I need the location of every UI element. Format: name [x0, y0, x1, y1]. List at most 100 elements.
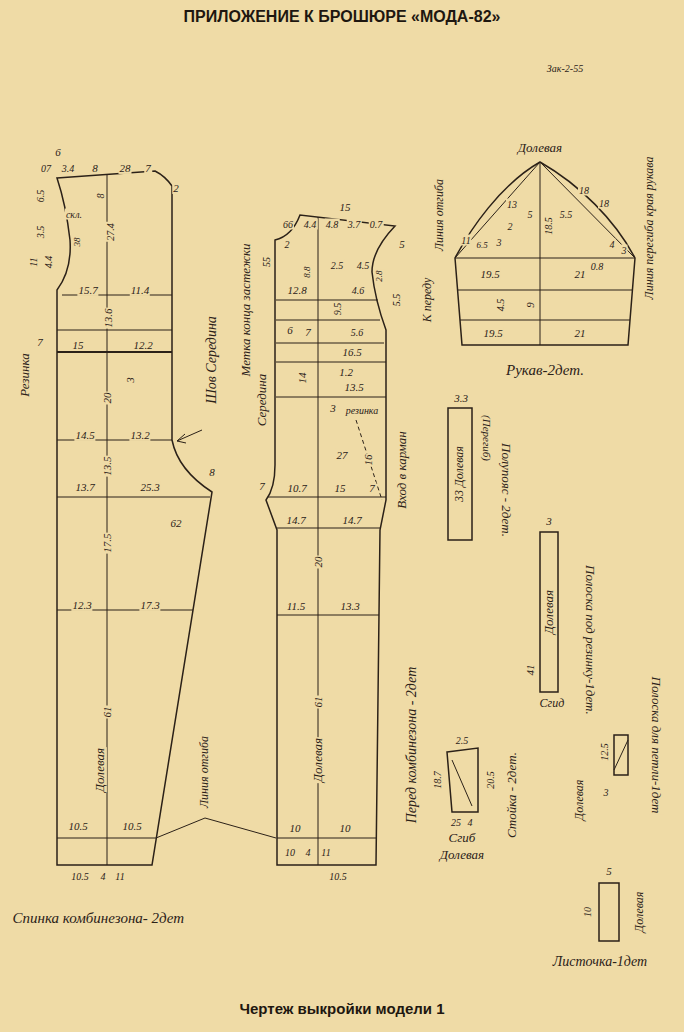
dimension-number: 11 — [28, 256, 39, 267]
dimension-number: 8.8 — [303, 265, 313, 278]
pattern-note: Зак-2-55 — [546, 63, 584, 74]
dimension-number: 20.5 — [485, 770, 496, 790]
figure-caption: Чертеж выкройки модели 1 — [239, 1000, 444, 1017]
dimension-number: 3 — [545, 515, 553, 527]
dimension-number: 62 — [170, 517, 183, 529]
centre-seam-leader — [177, 430, 202, 443]
dimension-number: 2 — [507, 221, 514, 232]
dimension-number: 3 — [621, 245, 628, 256]
dimension-number: 5.5 — [559, 209, 574, 220]
pattern-note: Шов Середина — [204, 315, 219, 405]
dimension-number: 6 — [286, 324, 294, 336]
dimension-number: 10 — [284, 847, 296, 858]
dimension-number: 3.5 — [35, 225, 46, 240]
dimension-number: 12.5 — [599, 742, 610, 762]
dimension-number: 13.3 — [339, 600, 360, 612]
dimension-number: 15.7 — [77, 284, 98, 296]
dimension-number: 4.5 — [495, 298, 506, 313]
dimension-number: 13.2 — [129, 429, 150, 441]
dimension-number: 38 — [73, 237, 83, 248]
dimension-number: 5.5 — [391, 293, 402, 308]
dimension-number: 10.7 — [286, 482, 307, 494]
dimension-number: 2 — [284, 239, 291, 250]
dimension-number: 4.8 — [325, 219, 340, 230]
dimension-number: 7 — [144, 162, 152, 174]
pattern-note: Полоска под резинку-1дет. — [583, 564, 597, 716]
dimension-number: 3 — [124, 376, 136, 384]
dimension-number: 8 — [95, 193, 106, 200]
pattern-note: Полоска для петли-1дет — [649, 676, 663, 815]
pattern-note: Линия отгиба — [433, 178, 446, 252]
dimension-number: 5 — [605, 865, 613, 877]
dimension-number: 14 — [296, 372, 308, 385]
dimension-number: 18.5 — [543, 216, 554, 236]
dimension-number: 7 — [368, 482, 376, 494]
dimension-number: 7 — [304, 326, 312, 338]
dimension-number: 16.5 — [341, 346, 362, 358]
pattern-note: К переду — [421, 277, 434, 324]
pattern-note: (Перегиб) — [481, 414, 493, 462]
pattern-note: Долевая — [311, 737, 325, 783]
dimension-number: 3.7 — [347, 219, 362, 230]
pattern-note: Спинка комбинезона- 2дет — [12, 910, 189, 927]
pattern-note: Долевая — [573, 779, 586, 822]
dimension-number: 12.2 — [132, 339, 153, 351]
dimension-number: 07 — [40, 163, 52, 174]
pattern-note: Стойка - 2дет. — [505, 751, 519, 839]
dimension-number: 21 — [574, 268, 587, 280]
pattern-note: Вход в карман — [395, 430, 409, 510]
dimension-number: 55 — [261, 256, 272, 268]
dimension-number: 2.5 — [455, 735, 470, 746]
dimension-number: 11 — [460, 235, 471, 246]
dimension-number: 61 — [312, 696, 324, 709]
dimension-number: 14.7 — [341, 514, 362, 526]
pattern-note: Линия перегиба края рукава — [643, 156, 656, 301]
dimension-number: 3 — [496, 237, 503, 248]
dimension-number: 17.3 — [139, 599, 160, 611]
pattern-note: Сгид — [539, 697, 566, 710]
dimension-number: 4 — [467, 817, 474, 828]
pattern-note: Резинка — [18, 352, 32, 397]
pattern-note: резинка — [345, 405, 380, 416]
dimension-number: 10 — [289, 822, 302, 834]
pattern-note: Рукав-2дет. — [505, 362, 585, 379]
front-piece-outline — [266, 215, 395, 865]
dimension-number: 10.5 — [67, 820, 88, 832]
dimension-number: 3 — [329, 402, 337, 414]
dimension-number: 4 — [100, 871, 107, 882]
page-title: ПРИЛОЖЕНИЕ К БРОШЮРЕ «МОДА-82» — [184, 8, 501, 26]
dimension-number: 4.6 — [351, 285, 366, 296]
dimension-number: 15 — [334, 482, 347, 494]
pattern-note: 33 Долевая — [453, 445, 466, 503]
dimension-number: 18 — [578, 185, 590, 196]
dimension-number: 16 — [362, 454, 374, 467]
dimension-number: 6 — [54, 146, 62, 158]
dimension-number: 11.4 — [130, 284, 150, 296]
dimension-number: 19.5 — [479, 268, 500, 280]
dimension-number: 61 — [101, 706, 113, 719]
dimension-number: 3.3 — [453, 392, 469, 404]
dimension-number: 20 — [312, 556, 324, 569]
dimension-number: 41 — [524, 664, 536, 677]
pattern-note: скл. — [65, 209, 83, 220]
dimension-number: 17.5 — [101, 532, 113, 553]
pattern-note: Сгиб — [448, 831, 477, 845]
dimension-number: 3.4 — [61, 163, 76, 174]
dimension-number: 11 — [320, 847, 331, 858]
dimension-number: 28 — [119, 162, 132, 174]
dimension-number: 10 — [582, 906, 593, 918]
dimension-number: 27.4 — [105, 222, 116, 242]
pattern-note: Линия отгиба — [198, 735, 211, 809]
dimension-number: 13.7 — [74, 481, 95, 493]
dimension-number: 25.3 — [139, 481, 160, 493]
pattern-note: Долевая — [633, 891, 646, 934]
dimension-number: 4.4 — [43, 255, 54, 270]
dimension-number: 4 — [609, 239, 616, 250]
dimension-number: 2.8 — [375, 269, 385, 282]
dimension-number: 12.3 — [71, 599, 92, 611]
dimension-number: 13.5 — [101, 455, 113, 476]
dimension-number: 1.2 — [338, 366, 354, 378]
dimension-number: 5 — [398, 238, 406, 250]
dimension-number: 15 — [72, 339, 85, 351]
dimension-number: 14.7 — [285, 514, 306, 526]
